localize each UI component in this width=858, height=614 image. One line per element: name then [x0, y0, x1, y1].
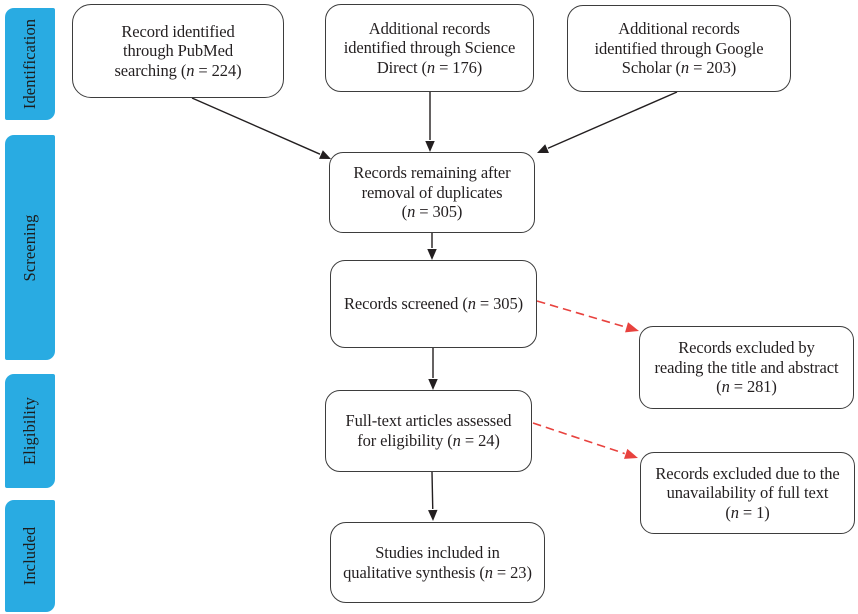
flow-box-studies-included-line-1: Studies included in: [375, 542, 500, 562]
stage-tab-eligibility: Eligibility: [5, 374, 55, 488]
arrowhead-fulltext-to-included: [428, 509, 438, 521]
flow-box-pubmed-line-2: through PubMed: [123, 41, 233, 61]
arrowhead-pubmed-to-duplicates: [319, 150, 331, 159]
arrowhead-screened-to-fulltext: [428, 379, 438, 390]
flow-box-excluded-title-abstract-line-3: (n = 281): [716, 377, 777, 397]
flow-box-science-direct-line-2: identified through Science: [343, 38, 516, 58]
flow-box-records-screened-line-1: Records screened (n = 305): [344, 294, 523, 314]
flow-box-duplicates-removed-line-3: (n = 305): [401, 202, 463, 222]
arrow-line-pubmed-to-duplicates: [191, 97, 321, 155]
arrowhead-science-to-duplicates: [425, 141, 435, 152]
flow-box-excluded-title-abstract-line-1: Records excluded by: [678, 338, 815, 358]
flow-box-duplicates-removed-line-2: removal of duplicates: [361, 182, 503, 202]
flow-box-pubmed-line-1: Record identified: [121, 21, 235, 41]
stage-tab-included: Included: [5, 500, 55, 612]
arrow-line-screened-to-excluded: [536, 300, 626, 328]
arrow-line-fulltext-to-included: [431, 471, 434, 510]
flow-box-duplicates-removed-line-1: Records remaining after: [353, 163, 511, 183]
flow-box-google-scholar-line-2: identified through Google: [594, 38, 764, 58]
flow-box-science-direct-line-1: Additional records: [368, 18, 491, 38]
flow-box-records-screened: Records screened (n = 305): [330, 260, 537, 348]
arrowhead-screened-to-excluded: [625, 322, 639, 333]
arrow-line-scholar-to-duplicates: [547, 91, 678, 149]
stage-label-eligibility: Eligibility: [20, 396, 39, 466]
flow-box-science-direct-line-3: Direct (n = 176): [376, 57, 483, 77]
flow-box-full-text-assessed-line-1: Full-text articles assessed: [345, 411, 512, 431]
arrowhead-scholar-to-duplicates: [537, 144, 549, 153]
flow-box-google-scholar-line-3: Scholar (n = 203): [621, 58, 737, 78]
stage-label-screening: Screening: [20, 214, 39, 281]
flow-box-google-scholar-line-1: Additional records: [618, 19, 740, 39]
flow-box-excluded-full-text-line-1: Records excluded due to the: [655, 463, 840, 483]
flow-box-excluded-full-text-line-3: (n = 1): [725, 502, 770, 522]
stage-label-identification: Identification: [20, 18, 39, 110]
stage-tab-identification: Identification: [5, 8, 55, 120]
arrowhead-duplicates-to-screened: [427, 249, 437, 260]
stage-tab-screening: Screening: [5, 135, 55, 360]
stage-label-included: Included: [20, 526, 39, 586]
flow-box-studies-included-line-2: qualitative synthesis (n = 23): [343, 562, 532, 582]
arrowhead-fulltext-to-excluded: [624, 448, 638, 459]
flow-box-excluded-full-text-line-2: unavailability of full text: [666, 483, 829, 503]
flow-box-pubmed-line-3: searching (n = 224): [114, 60, 242, 80]
flow-box-full-text-assessed-line-2: for eligibility (n = 24): [357, 431, 500, 450]
arrow-line-fulltext-to-excluded: [532, 422, 625, 455]
flow-box-excluded-title-abstract-line-2: reading the title and abstract: [654, 357, 839, 377]
